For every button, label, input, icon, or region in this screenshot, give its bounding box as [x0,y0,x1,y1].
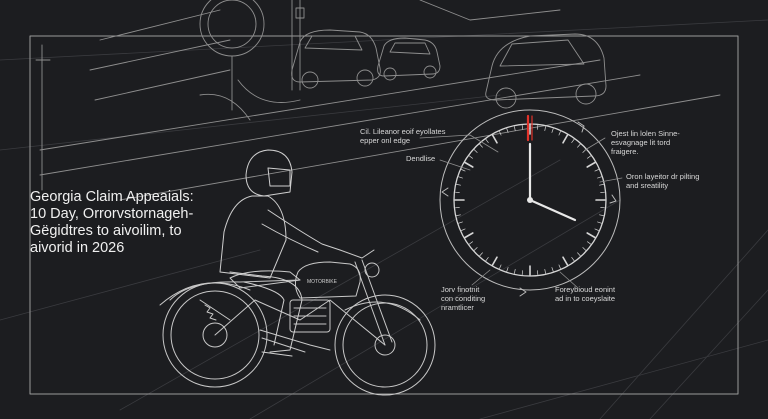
clock-minor-tick [582,247,587,251]
street-scene [35,0,721,201]
clock-minor-tick [599,214,604,216]
clock-minor-tick [506,267,509,272]
clock-minor-tick [544,269,546,274]
clock-minor-tick [458,176,463,179]
annotation-bottom-right-line-1: Foreybioud eonint [555,285,616,294]
headline-line-2: 10 Day, Orrorvstornageh- [30,206,194,222]
clock-minor-tick [479,252,483,257]
annotation-bottom-left: Jorv finotnit con conditing nramtlicer [441,285,485,312]
helmet [245,149,293,197]
clock-minor-tick [597,221,602,224]
clock-minor-tick [468,241,473,245]
annotation-top-right-line-3: fraigere. [611,147,639,156]
headline-line-3: Gëgidtres to aivoilim, to [30,223,182,239]
clock-minor-tick [485,138,489,143]
tank-label: MOTORBIKE [307,279,338,285]
clock-minor-tick [499,131,502,136]
clock-ticks [454,124,606,276]
annotation-top-left-line-2: epper onl edge [360,136,411,145]
clock-minor-tick [506,128,509,133]
clock-minor-tick [514,126,516,131]
car-left [291,29,381,89]
annotation-top-left-line-1: Cil. Lileanor eoif eyollates [360,127,446,136]
clock-face [453,123,607,277]
annotation-top-right: Ojest lin lolen Sinne- esvagnage lit tor… [611,129,680,156]
clock-minor-tick [551,128,554,133]
frame-border [29,35,739,395]
annotation-top-right-line-2: esvagnage lit tord [611,138,671,147]
annotation-bottom-left-line-3: nramtlicer [441,303,474,312]
annotation-right-line-2: and sreatility [626,181,669,190]
car-middle [377,37,441,81]
clock-minor-tick [577,143,581,148]
rider [219,149,341,357]
background-lines [0,19,768,419]
annotation-decline: Dendlise [406,154,436,163]
annotation-top-right-line-1: Ojest lin lolen Sinne- [611,129,680,138]
clock-major-tick [562,134,569,144]
clock-minor-tick [571,138,575,143]
annotation-bottom-right: Foreybioud eonint ad in to coeyslaite [555,285,615,303]
clock-major-tick [491,256,498,266]
clock-major-tick [586,232,596,239]
headline-line-4: aivorid in 2026 [30,240,125,256]
clock-minor-tick [571,257,575,262]
car-right [485,33,607,109]
clock-outer-ring [439,109,621,291]
clock-major-tick [562,256,569,266]
clock-minor-tick [456,184,461,186]
clock-minor-tick [458,221,463,224]
annotation-bottom-right-line-2: ad in to coeyslaite [555,294,616,303]
clock-minor-tick [587,241,592,245]
clock-minor-tick [473,149,478,153]
clock-minor-tick [473,247,478,251]
clock-minor-tick [594,169,599,172]
annotation-top-left: Cil. Lileanor eoif eyollates epper onl e… [360,127,445,145]
clock-minor-tick [599,184,604,186]
front-wheel [334,294,436,396]
clock-major-tick [586,161,596,168]
clock-minor-tick [514,269,516,274]
clock [439,109,621,297]
clock-major-tick [491,134,498,144]
clock-minor-tick [461,228,466,231]
clock-minute-hand [528,198,577,222]
annotation-bottom-left-line-1: Jorv finotnit [441,285,480,294]
annotation-right-line-1: Oron layeitor dr pilting [626,172,700,181]
clock-minor-tick [558,131,561,136]
headline-line-1: Georgia Claim Appeaials: [30,189,194,205]
clock-minor-tick [499,264,502,269]
clock-minor-tick [587,155,592,159]
clock-minor-tick [597,176,602,179]
clock-minor-tick [558,264,561,269]
headline: Georgia Claim Appeaials: 10 Day, Orrorvs… [30,189,330,257]
clock-minor-tick [479,143,483,148]
clock-minor-tick [461,169,466,172]
motorcycle: MOTORBIKE [159,249,436,396]
annotation-bottom-left-line-2: con conditing [441,294,486,303]
clock-minor-tick [551,267,554,272]
clock-minor-tick [594,228,599,231]
annotation-right: Oron layeitor dr pilting and sreatility [626,172,699,190]
clock-minor-tick [468,155,473,159]
annotation-leaders [419,134,623,289]
clock-minor-tick [577,252,581,257]
clock-minor-tick [456,214,461,216]
clock-major-tick [464,232,474,239]
clock-minor-tick [485,257,489,262]
clock-minor-tick [544,126,546,131]
clock-major-tick [464,161,474,168]
